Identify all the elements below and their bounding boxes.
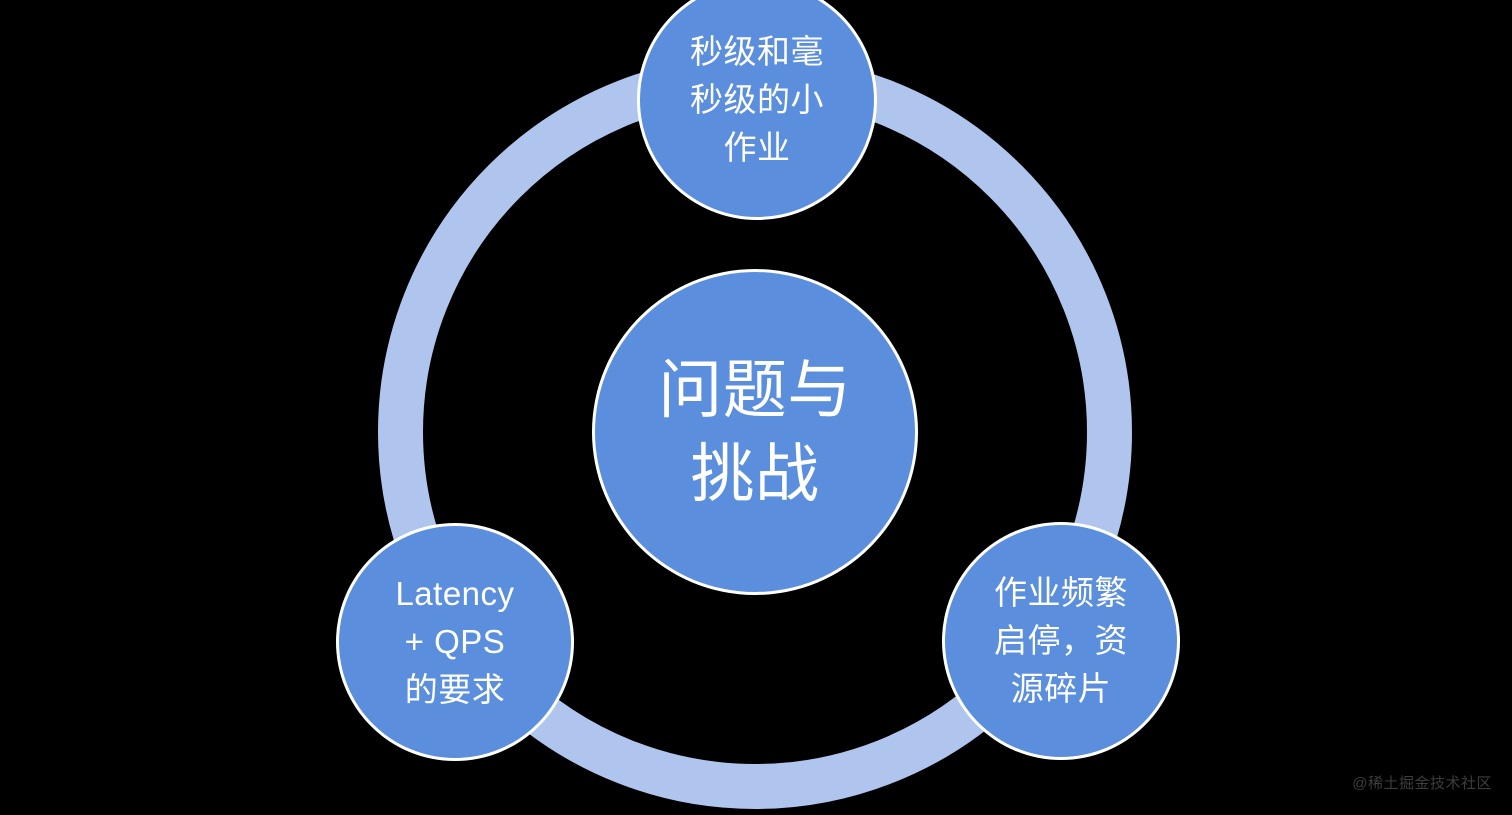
center-node-problems-and-challenges[interactable]: 问题与 挑战 [595, 272, 915, 592]
node-bottom-left-label: Latency + QPS 的要求 [395, 575, 515, 708]
node-top-small-jobs[interactable]: 秒级和毫 秒级的小 作业 [640, 0, 874, 217]
node-top-label: 秒级和毫 秒级的小 作业 [690, 33, 824, 166]
center-node-label: 问题与 挑战 [658, 353, 852, 510]
watermark: @稀土掘金技术社区 [1352, 775, 1492, 792]
node-bottom-left-latency-qps[interactable]: Latency + QPS 的要求 [339, 526, 571, 758]
node-bottom-right-label: 作业频繁 启停，资 源碎片 [994, 574, 1128, 707]
node-bottom-right-resource-fragmentation[interactable]: 作业频繁 启停，资 源碎片 [945, 525, 1177, 757]
